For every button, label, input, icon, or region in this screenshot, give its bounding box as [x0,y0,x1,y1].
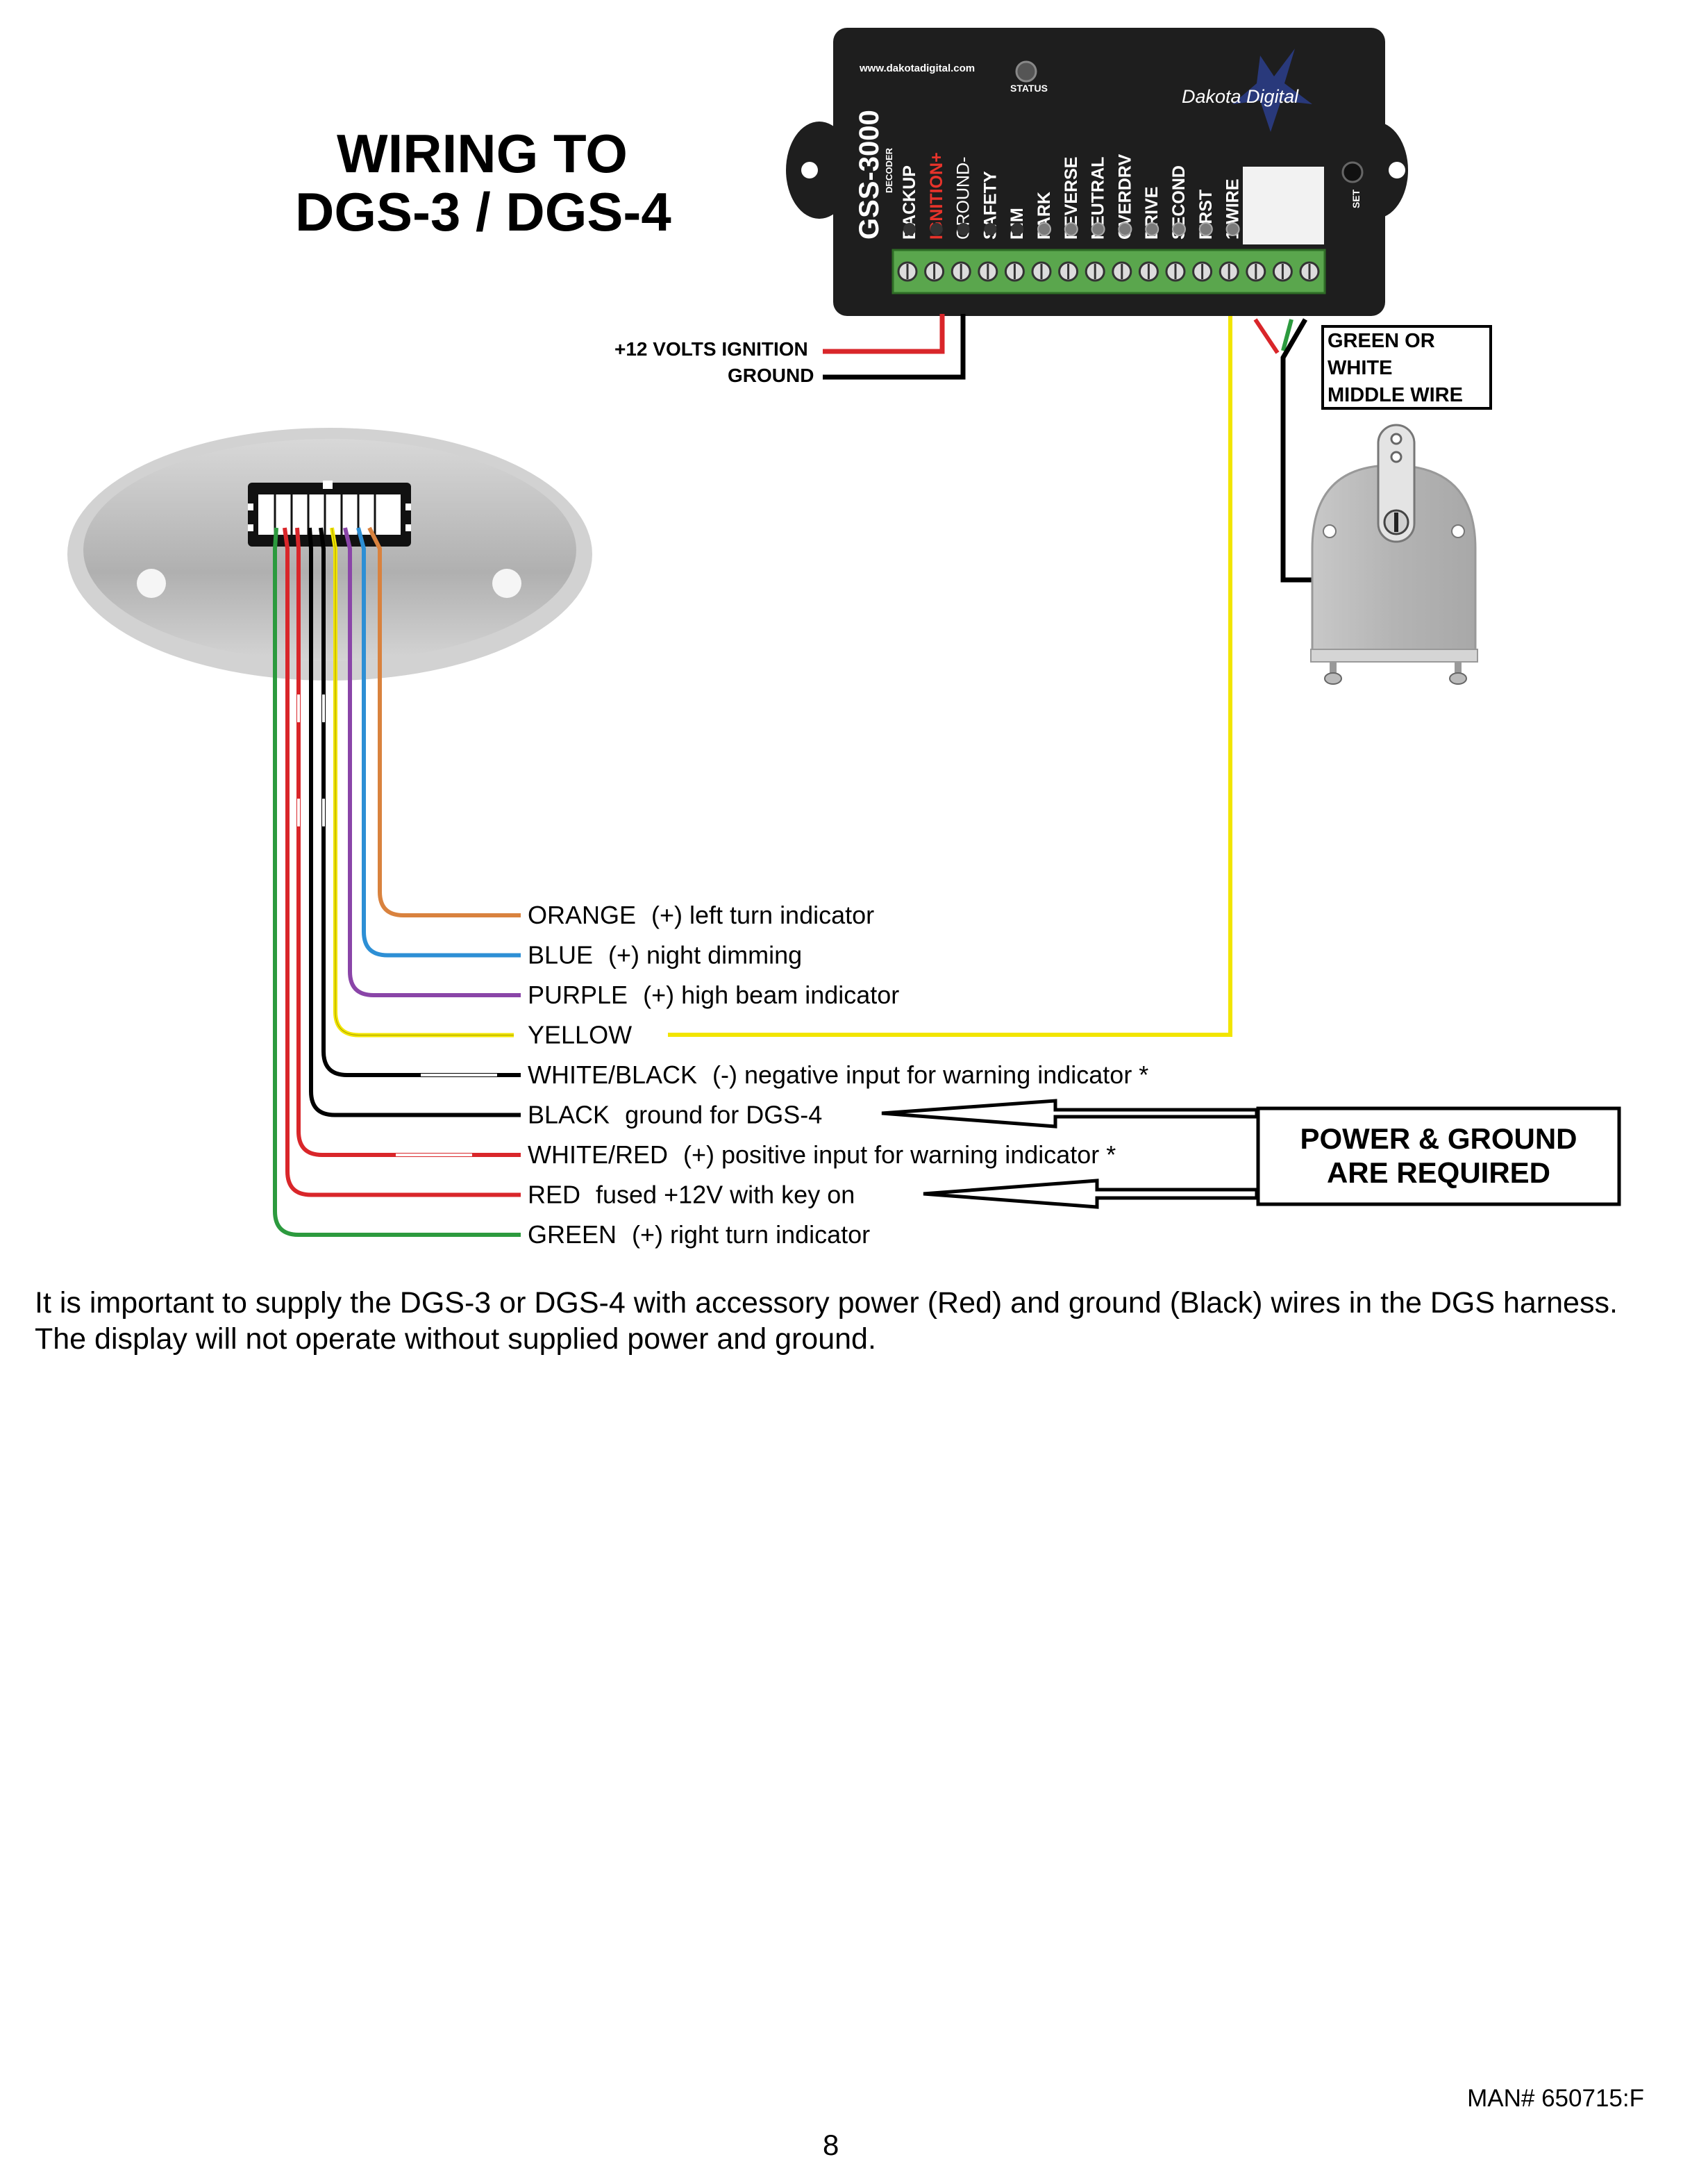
harness-wire [367,526,521,917]
wiring-diagram: WIRING TO DGS-3 / DGS-4 www.dakotadigita… [67,28,1621,1249]
harness-wire [356,527,521,958]
wire-description-label: (+) high beam indicator [643,981,899,1009]
indicator-led [1011,223,1024,235]
dakota-digital-logo: Dakota Digital [1182,49,1312,132]
wire-color-label: PURPLE [528,981,628,1009]
indicator-led [903,223,916,235]
harness-wire [343,527,521,997]
terminal-screws [897,261,1320,282]
wire-color-label: BLUE [528,941,593,969]
wire-description-label: (+) positive input for warning indicator… [683,1140,1116,1169]
brand-text: Dakota Digital [1182,86,1299,107]
wire-description-label: (+) night dimming [608,941,802,969]
terminal-labels: BACKUPIGNITION+GROUND-SAFETYDIMPARKREVER… [900,152,1323,240]
harness-wire [295,527,521,1157]
module-url: www.dakotadigital.com [859,63,975,74]
sensor-note-line1: GREEN OR [1328,330,1435,352]
wire-description-label: ground for DGS-4 [625,1101,822,1129]
indicator-led [1145,222,1159,236]
wire-color-label: BLACK [528,1101,610,1129]
harness-wire [283,527,521,1197]
indicator-led [1091,222,1105,236]
harness-wire [330,527,514,1038]
sensor-wires [1253,318,1312,583]
indicator-led [957,223,970,235]
wire-description-label: fused +12V with key on [596,1181,855,1209]
indicator-leds [903,222,1240,236]
indicator-led [1064,222,1078,236]
wire-description-label: (+) left turn indicator [651,901,874,929]
indicator-led [930,223,943,235]
wire-description-label: (-) negative input for warning indicator… [712,1060,1148,1089]
indicator-led [1037,222,1051,236]
wire-description-label: (+) right turn indicator [632,1220,870,1249]
harness-wire [319,527,521,1077]
gss-3000-module: www.dakotadigital.com STATUS Dakota Digi… [786,28,1408,316]
wire-color-label: WHITE/BLACK [528,1060,697,1089]
power-ground-note: It is important to supply the DGS-3 or D… [35,1286,1618,1356]
yellow-signal-wire [668,316,1232,1037]
sensor-note-line2: WHITE [1328,357,1392,379]
harness-wire [308,527,521,1117]
ground-label: GROUND [728,365,814,386]
color-legend-panel [1243,167,1324,244]
diagram-title-line2: DGS-3 / DGS-4 [295,181,671,242]
diagram-title-line1: WIRING TO [337,123,628,184]
page-number: 8 [823,2129,839,2161]
sensor-note-line3: MIDDLE WIRE [1328,384,1463,406]
dgs-harness [273,526,521,1237]
ignition-label: +12 VOLTS IGNITION [614,338,808,360]
indicator-led [1225,222,1240,236]
model-sub-text: DECODER [884,147,894,193]
manual-number: MAN# 650715:F [1467,2085,1644,2112]
wire-color-label: WHITE/RED [528,1140,668,1169]
wire-color-label: ORANGE [528,901,636,929]
indicator-led [1198,222,1213,236]
required-box-line1: POWER & GROUND [1300,1122,1577,1155]
harness-wire [273,527,521,1237]
indicator-led [1118,222,1132,236]
wire-color-label: RED [528,1181,580,1209]
power-ground-required-box [1256,1106,1621,1206]
set-button [1341,161,1364,183]
set-label: SET [1350,189,1362,208]
required-box-line2: ARE REQUIRED [1327,1156,1550,1189]
indicator-led [1172,222,1186,236]
position-sensor [1310,424,1478,685]
harness-wire-edge [331,527,514,1035]
wire-color-label: YELLOW [528,1021,632,1049]
model-text: GSS-3000 [854,110,885,240]
indicator-led [984,223,997,235]
module-power-wires [823,314,966,380]
status-led [1015,60,1037,83]
wire-color-label: GREEN [528,1220,617,1249]
status-label: STATUS [1010,83,1048,94]
sensor-note-box [1321,325,1492,410]
dgs-display [67,428,592,681]
